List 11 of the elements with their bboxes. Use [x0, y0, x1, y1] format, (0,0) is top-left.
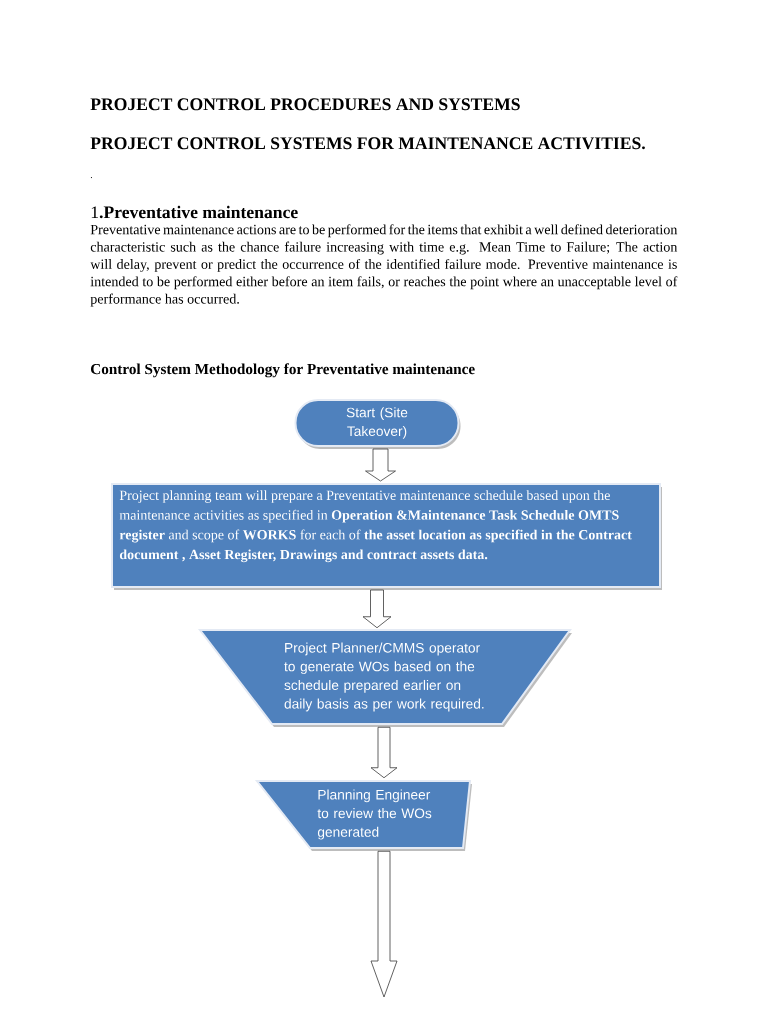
process-box: Project planning team will prepare a Preventative maintenance schedule based upon the maintenance activities as specified in Operation &Maintenance Task Schedule OMTS register and scope of WORKS for each of the asset location as specified in the Contract document , Asset Register, Drawings and contract assets data. — [111, 483, 662, 590]
block-arrow — [362, 589, 392, 629]
block-arrow — [370, 726, 398, 779]
section-heading: 1.Preventative maintenance — [91, 205, 298, 219]
heading: PROJECT CONTROL PROCEDURES AND SYSTEMS — [90, 98, 520, 111]
dot-text: . — [90, 177, 92, 179]
block-arrow — [365, 448, 396, 482]
body-paragraph: Preventative maintenance actions are to be performed for the items that exhibit a well defined deterioration characteristic such as the chance failure increasing with time e.g. Mean Time to Failure; The action will delay, prevent or predict the occurrence of the identified failure mode. Preventive maintenance is intended to be performed either before an item fails, or reaches the point where an unacceptable level of performance has occurred. — [90, 224, 678, 307]
block-arrow — [370, 850, 398, 998]
subheading: Control System Methodology for Preventative maintenance — [91, 363, 475, 378]
heading: PROJECT CONTROL SYSTEMS FOR MAINTENANCE ACTIVITIES. — [90, 137, 645, 150]
